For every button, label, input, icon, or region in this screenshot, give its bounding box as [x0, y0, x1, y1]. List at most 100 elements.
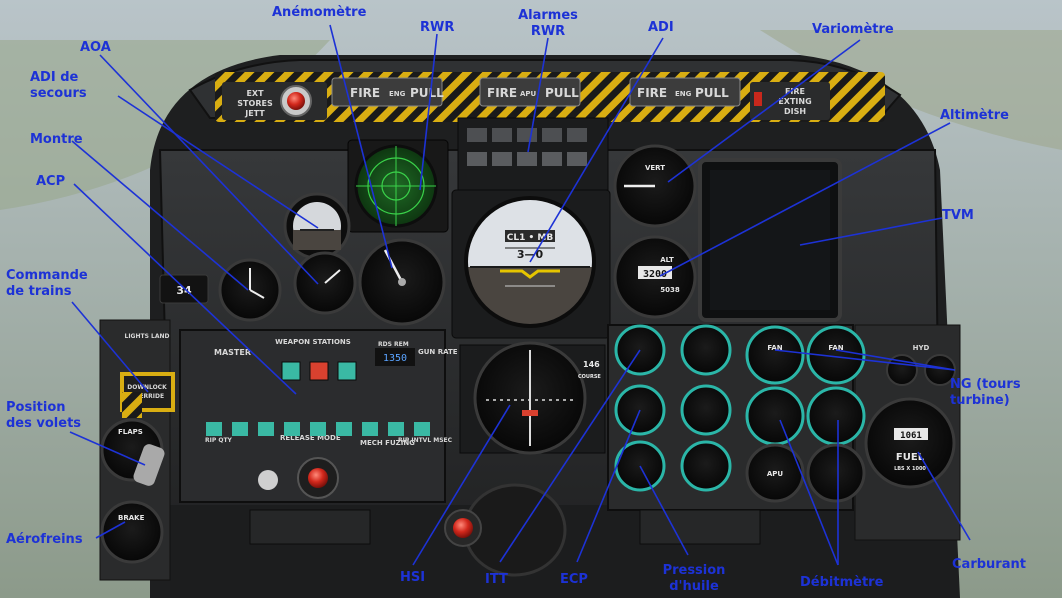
leader-aoa	[99, 54, 319, 285]
callout-alarmes-rwr: Alarmes RWR	[510, 8, 586, 40]
callout-acp: ACP	[36, 174, 66, 189]
callout-ng-line2: turbine)	[950, 393, 1010, 408]
rounds-remaining-display: 1350	[383, 353, 407, 364]
altimeter-readout: 3200	[643, 269, 667, 280]
callout-hsi: HSI	[400, 570, 426, 585]
leader-variometre	[667, 39, 861, 183]
callout-ng-line1: NG (tours	[950, 377, 1021, 392]
svg-text:FIRE: FIRE	[637, 86, 667, 100]
adi-label: CL1 • MB	[507, 233, 554, 243]
svg-text:RIP INTVL MSEC: RIP INTVL MSEC	[398, 437, 453, 444]
fire-handle-left[interactable]: FIRE ENG PULL	[331, 77, 444, 107]
svg-text:34: 34	[176, 284, 192, 297]
svg-text:PULL: PULL	[695, 86, 729, 100]
leader-ecp	[576, 409, 641, 563]
speedbrake-indicator: BRAKE	[100, 500, 164, 564]
leader-itt	[499, 349, 641, 563]
svg-text:FLAPS: FLAPS	[118, 428, 143, 436]
svg-text:RDS REM: RDS REM	[378, 341, 409, 348]
callout-ng: NG (tours turbine)	[950, 377, 1021, 409]
fire-exting-switch[interactable]	[750, 82, 830, 120]
callout-ecp: ECP	[560, 572, 588, 587]
leader-aerofreins	[95, 521, 126, 539]
leader-lines	[69, 24, 971, 566]
leader-ng-2	[835, 349, 956, 371]
callout-position-volets-line1: Position	[6, 400, 66, 415]
svg-text:FIRE: FIRE	[487, 86, 517, 100]
fire-exting-label-3: DISH	[784, 107, 806, 116]
callout-adi-secours: ADI de secours	[30, 70, 87, 102]
callout-pression-huile-line1: Pression	[662, 563, 726, 578]
leader-tvm	[799, 217, 943, 246]
leader-pression-huile	[639, 465, 689, 556]
callout-commande-trains-line2: de trains	[6, 284, 72, 299]
svg-text:BRAKE: BRAKE	[118, 514, 145, 522]
armament-panel: WEAPON STATIONS MASTER 1350 RDS REM GUN …	[179, 329, 458, 503]
callout-debitmetre: Débitmètre	[800, 575, 884, 590]
callout-alarmes-rwr-line2: RWR	[530, 24, 566, 39]
leader-altimetre	[659, 122, 951, 277]
leader-debitmetre-1	[779, 419, 839, 566]
svg-text:ENG: ENG	[675, 90, 692, 98]
svg-text:PULL: PULL	[410, 86, 444, 100]
svg-text:1061: 1061	[900, 431, 922, 441]
callout-aerofreins: Aérofreins	[6, 532, 83, 547]
callout-itt: ITT	[485, 572, 508, 587]
svg-text:ALT: ALT	[660, 256, 674, 264]
callout-rwr: RWR	[420, 20, 455, 35]
leader-rwr	[419, 33, 438, 191]
fire-exting-label-1: FIRE	[785, 87, 805, 96]
callout-position-volets-line2: des volets	[6, 416, 82, 431]
ext-stores-label-3: JETT	[244, 109, 265, 118]
leader-carburant	[917, 451, 971, 541]
svg-text:PULL: PULL	[545, 86, 579, 100]
svg-text:LBS X 1000: LBS X 1000	[894, 466, 926, 472]
svg-text:MASTER: MASTER	[214, 348, 251, 357]
callout-adi-secours-line1: ADI de	[30, 70, 79, 85]
flaps-indicator: FLAPS	[100, 418, 165, 486]
adi-gauge: CL1 • MB 3—0	[451, 189, 611, 339]
fuel-gauge: 1061 FUEL LBS X 1000	[864, 397, 956, 489]
callout-alarmes-rwr-line1: Alarmes	[518, 8, 578, 23]
callout-montre: Montre	[30, 132, 83, 147]
svg-text:COURSE: COURSE	[578, 374, 601, 380]
engine-gauges-block: FAN FAN APU	[607, 324, 866, 511]
callout-anemometre: Anémomètre	[272, 5, 367, 20]
svg-text:FAN: FAN	[767, 344, 782, 352]
fire-handle-right[interactable]: FIRE ENG PULL	[629, 77, 741, 107]
ext-stores-jett-button[interactable]	[222, 82, 327, 120]
callout-commande-trains: Commande de trains	[6, 268, 88, 300]
svg-text:5038: 5038	[660, 286, 680, 294]
svg-text:RIP QTY: RIP QTY	[205, 437, 233, 444]
leader-hsi	[412, 404, 511, 566]
svg-text:RELEASE MODE: RELEASE MODE	[280, 434, 341, 442]
svg-text:GUN RATE: GUN RATE	[418, 348, 458, 356]
callout-altimetre: Altimètre	[940, 108, 1009, 123]
leader-commande-trains	[71, 301, 149, 393]
callout-adi-secours-line2: secours	[30, 86, 87, 101]
svg-text:FIRE: FIRE	[350, 86, 380, 100]
svg-text:HYD: HYD	[913, 344, 930, 352]
svg-text:APU: APU	[520, 90, 537, 98]
leader-adi	[529, 37, 664, 263]
callout-commande-trains-line1: Commande	[6, 268, 88, 283]
callout-adi: ADI	[648, 20, 674, 35]
callout-tvm: TVM	[942, 208, 974, 223]
fire-handle-apu[interactable]: FIRE APU PULL	[479, 77, 581, 107]
ext-stores-label-1: EXT	[246, 89, 264, 98]
control-stick	[444, 483, 567, 577]
callout-variometre: Variomètre	[812, 22, 894, 37]
svg-text:FAN: FAN	[828, 344, 843, 352]
callout-carburant: Carburant	[952, 557, 1026, 572]
ext-stores-label-2: STORES	[237, 99, 273, 108]
leader-ng-1	[774, 349, 956, 371]
svg-text:ENG: ENG	[389, 90, 406, 98]
leader-montre	[71, 140, 249, 291]
aoa-gauge	[293, 251, 357, 315]
altimeter-gauge: 3200 ALT 5038	[613, 235, 697, 319]
svg-text:FUEL: FUEL	[896, 452, 925, 463]
callout-aoa: AOA	[80, 40, 111, 55]
callout-position-volets: Position des volets	[6, 400, 81, 432]
